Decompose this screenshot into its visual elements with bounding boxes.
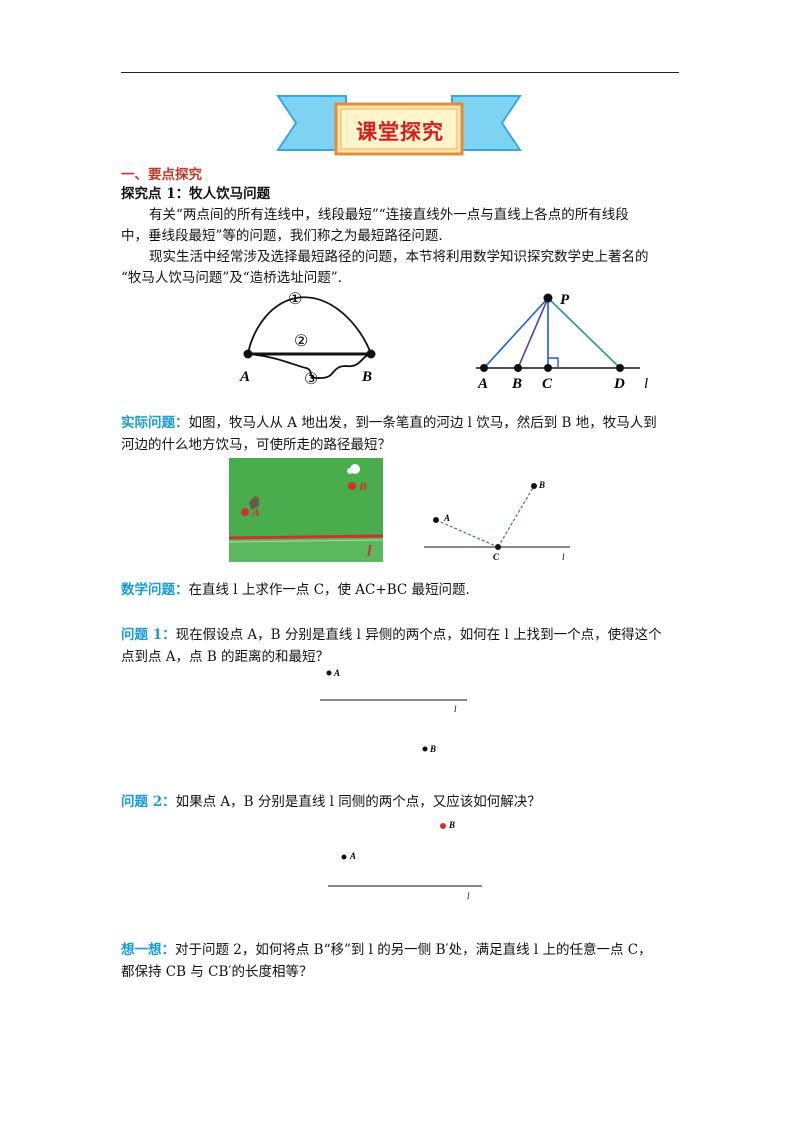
label-b: B [429,744,436,754]
point-b-dot [531,483,537,489]
label-l: l [562,552,565,562]
segment-pb [517,297,549,369]
point1-title: 探究点 1：牧人饮马问题 [121,186,271,202]
label-l: l [454,704,457,714]
question2-line: 问题 2：如果点 A，B 分别是直线 l 同侧的两个点，又应该如何解决？ [121,792,541,812]
label-l: l [467,891,470,901]
point-a-dot [243,349,253,359]
point-b-dot [348,482,356,490]
question1-line1: 问题 1：现在假设点 A，B 分别是直线 l 异侧的两个点，如何在 l 上找到一… [121,625,662,645]
label-b: B [358,479,367,493]
question2-text: 如果点 A，B 分别是直线 l 同侧的两个点，又应该如何解决？ [175,794,541,810]
think-label: 想一想： [121,942,175,958]
label-a: A [251,505,260,519]
label-b: B [448,820,455,830]
label-b: B [361,369,372,385]
banner-ribbon-shape [276,95,522,156]
figure-paths-ab: A B ① ② ③ [236,286,406,396]
think-line2: 都保持 CB 与 CB′的长度相等？ [121,964,313,980]
banner-title: 课堂探究 [356,120,444,144]
section-heading: 一、要点探究 [121,167,202,183]
label-a: A [477,376,488,392]
question2-label: 问题 2： [121,794,176,810]
practical-problem-line2: 河边的什么地方饮马，可使所走的路径最短？ [121,437,391,453]
point-d-dot [616,364,624,372]
practical-label: 实际问题： [121,415,189,431]
label-b: B [511,376,522,392]
math-problem: 数学问题：在直线 l 上求作一点 C，使 AC+BC 最短问题. [121,580,470,600]
segment-pa [483,297,549,369]
horse-icon [249,496,259,510]
math-problem-label: 数学问题： [121,582,189,598]
label-l: l [644,376,648,392]
header-rule [121,72,679,73]
point-c-dot [495,544,501,550]
point-p-dot [543,293,553,303]
point-a-dot [433,517,439,523]
figure-field-illustration: B A l [228,458,384,562]
label-p: P [560,292,570,308]
right-angle-mark [548,357,559,368]
label-a: A [239,369,250,385]
point-a-dot [326,670,332,676]
section-banner: 课堂探究 [276,92,522,158]
figure-shortest-path: A B C l [420,476,580,566]
label-d: D [613,376,625,392]
point1-para1-line2: 中，垂线段最短”等的问题，我们称之为最短路径问题. [121,228,443,244]
point-c-dot [544,364,552,372]
label-path2: ② [294,333,308,350]
point-b-dot [514,364,522,372]
label-path1: ① [288,291,302,308]
question1-line2: 点到点 A，点 B 的距离的和最短？ [121,649,330,665]
label-l: l [367,543,372,560]
point-a-dot [241,508,249,516]
label-a: A [349,851,356,861]
path-1-curve [247,296,372,355]
path-3-curve [247,353,372,379]
point1-para2-line1: 现实生活中经常涉及选择最短路径的问题，本节将利用数学知识探究数学史上著名的 [149,249,649,265]
label-path3: ③ [304,371,318,388]
point1-para1-line1: 有关“两点间的所有连线中，线段最短”“连接直线外一点与直线上各点的所有线段 [149,207,629,223]
point1-para2-line2: “牧马人饮马问题”及“造桥选址问题”. [121,270,342,286]
segment-ac [435,519,499,548]
question1-text-1: 现在假设点 A，B 分别是直线 l 异侧的两个点，如何在 l 上找到一个点，使得… [175,627,662,643]
figure-question2: B A l [325,815,490,905]
practical-problem-line1: 实际问题：如图，牧马人从 A 地出发，到一条笔直的河边 l 饮马，然后到 B 地… [121,413,657,433]
point-b-dot [366,349,376,359]
figure-question1: A l B [315,662,475,762]
river-line [228,534,384,540]
math-problem-text: 在直线 l 上求作一点 C，使 AC+BC 最短问题. [188,582,470,598]
question1-label: 问题 1： [121,627,176,643]
segment-pd [547,297,621,369]
segment-cb [497,485,535,548]
point-a-dot [341,854,347,860]
think-text-1: 对于问题 2，如何将点 B“移”到 l 的另一侧 B′处，满足直线 l 上的任意… [175,942,652,958]
label-c: C [493,552,500,562]
practical-text-1: 如图，牧马人从 A 地出发，到一条笔直的河边 l 饮马，然后到 B 地，牧马人到 [188,415,657,431]
label-b: B [538,480,545,490]
think-line1: 想一想：对于问题 2，如何将点 B“移”到 l 的另一侧 B′处，满足直线 l … [121,940,652,960]
label-a: A [443,513,450,523]
label-a: A [333,668,340,678]
figure-perpendicular: P A B C D l [470,286,660,396]
point-b-dot [422,746,428,752]
point-a-dot [480,364,488,372]
label-c: C [542,376,553,392]
point-b-dot [440,823,446,829]
